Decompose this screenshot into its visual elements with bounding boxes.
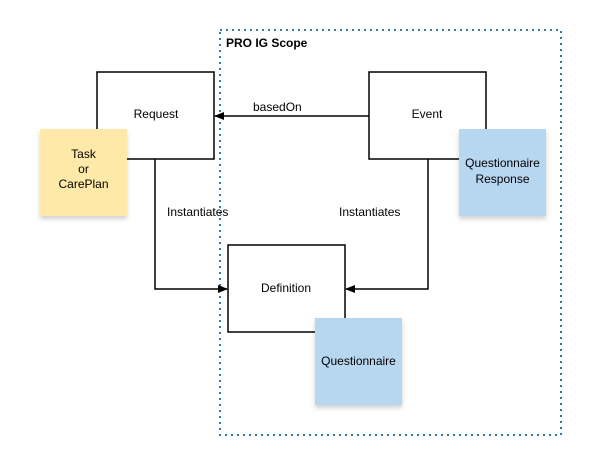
request-instantiates-arrow xyxy=(154,159,228,293)
task-careplan-note: Task or CarePlan xyxy=(40,129,127,216)
task-careplan-note-bg xyxy=(40,129,127,216)
questionnaire-label: Questionnaire xyxy=(321,354,396,368)
request-instantiates-label: Instantiates xyxy=(167,205,228,219)
event-instantiates-label: Instantiates xyxy=(339,205,400,219)
questionnaire-note: Questionnaire xyxy=(315,318,402,405)
questionnaire-response-line-2: Response xyxy=(475,172,529,186)
definition-label: Definition xyxy=(261,281,311,295)
event-label: Event xyxy=(412,107,443,121)
task-careplan-line-3: CarePlan xyxy=(58,177,108,191)
task-careplan-line-1: Task xyxy=(71,147,97,161)
event-instantiates-arrow xyxy=(345,159,429,293)
request-label: Request xyxy=(134,107,179,121)
questionnaire-note-bg xyxy=(315,318,402,405)
definition-node: Definition xyxy=(227,244,346,333)
scope-title: PRO IG Scope xyxy=(226,36,308,50)
task-careplan-line-2: or xyxy=(78,162,89,176)
questionnaire-response-line-1: Questionnaire xyxy=(465,156,540,170)
questionnaire-response-note: Questionnaire Response xyxy=(459,129,546,216)
questionnaire-response-note-bg xyxy=(459,129,546,216)
based-on-label: basedOn xyxy=(253,100,302,114)
